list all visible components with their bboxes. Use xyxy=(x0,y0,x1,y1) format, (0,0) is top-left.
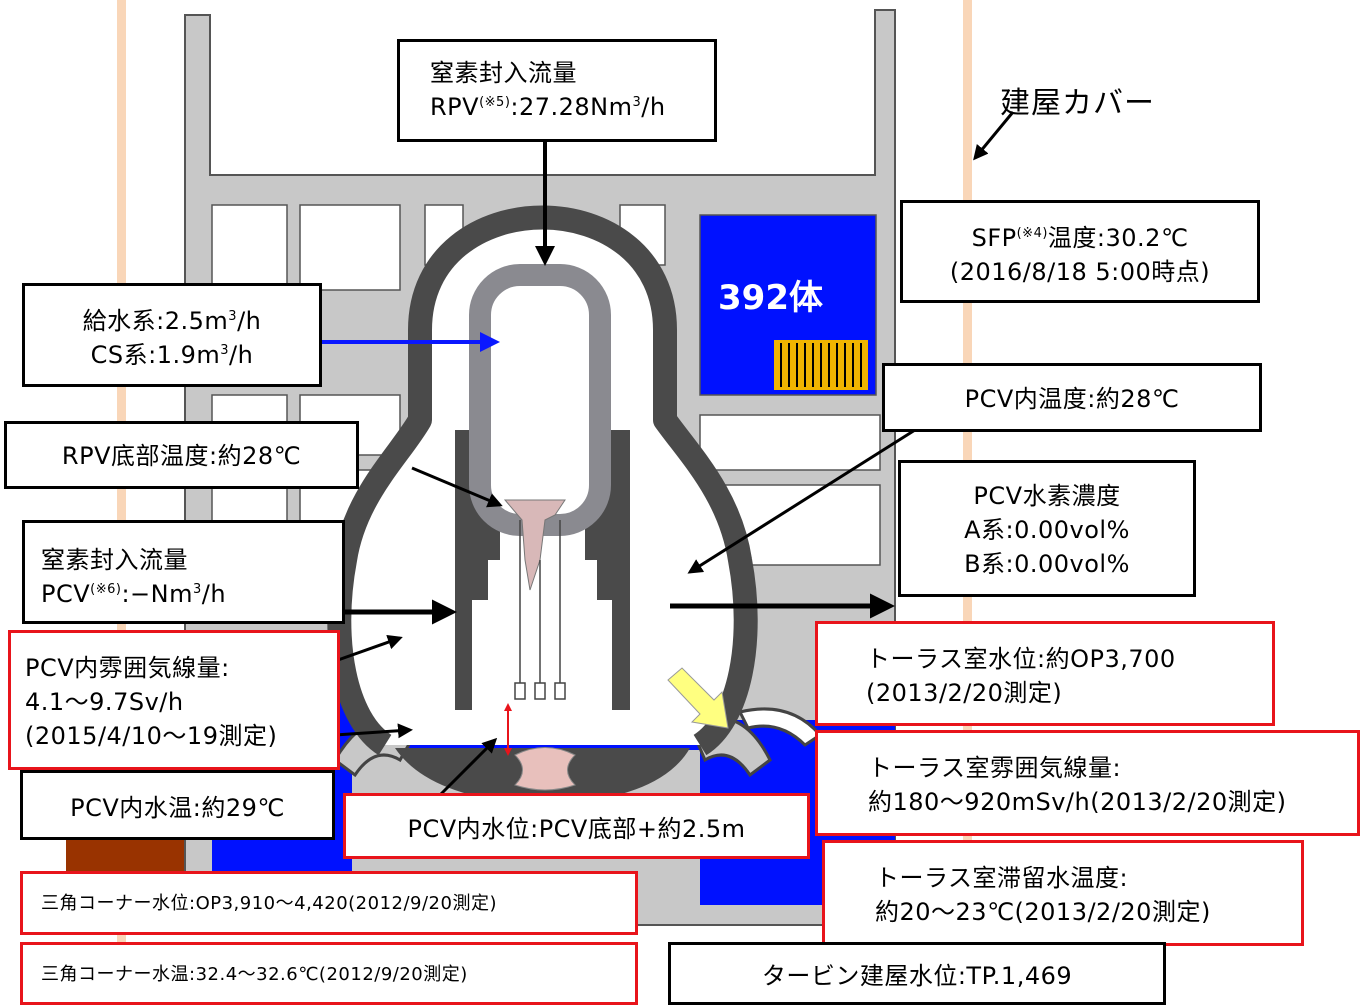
pcv-dose-label: PCV内雰囲気線量: 4.1〜9.7Sv/h (2015/4/10〜19測定) xyxy=(8,630,340,770)
n2-pcv-title: 窒素封入流量 xyxy=(41,546,188,574)
pcv-dose-title: PCV内雰囲気線量: xyxy=(25,654,230,682)
pcv-h2-title: PCV水素濃度 xyxy=(973,482,1121,510)
callout-arrows xyxy=(334,111,1015,797)
pcv-dose-value: 4.1〜9.7Sv/h xyxy=(25,688,184,716)
pcv-h2-b: B系:0.00vol% xyxy=(964,550,1130,578)
sfp-label: SFP(※4)温度:30.2℃ (2016/8/18 5:00時点) xyxy=(900,200,1260,303)
torus-water-temp-label: トーラス室滞留水温度: 約20〜23℃(2013/2/20測定) xyxy=(822,840,1304,946)
rpv-bottom-temp-label: RPV底部温度:約28℃ xyxy=(4,421,359,489)
feed-label: 給水系:2.5m3/h CS系:1.9m3/h xyxy=(22,283,322,387)
triangle-temp-label: 三角コーナー水温:32.4〜32.6℃(2012/9/20測定) xyxy=(20,942,638,1005)
triangle-level-label: 三角コーナー水位:OP3,910〜4,420(2012/9/20測定) xyxy=(20,871,638,935)
building-cover-label: 建屋カバー xyxy=(1000,86,1155,121)
torus-dose-title: トーラス室雰囲気線量: xyxy=(868,754,1122,782)
sfp-fuel-count: 392体 xyxy=(718,278,823,318)
control-rod-drives xyxy=(514,520,566,700)
n2-rpv-label: 窒素封入流量 RPV(※5):27.28Nm3/h xyxy=(397,39,717,142)
sfp-fuel-rack xyxy=(774,340,868,390)
n2-rpv-value: RPV(※5):27.28Nm3/h xyxy=(430,93,666,121)
torus-water-temp-title: トーラス室滞留水温度: xyxy=(875,864,1129,892)
n2-pcv-label: 窒素封入流量 PCV(※6):−Nm3/h xyxy=(22,520,345,624)
pcv-dose-date: (2015/4/10〜19測定) xyxy=(25,722,278,750)
pcv-h2-a: A系:0.00vol% xyxy=(964,516,1130,544)
debris xyxy=(514,747,576,791)
cover-pillar-left xyxy=(117,0,126,1005)
torus-water-temp-value: 約20〜23℃(2013/2/20測定) xyxy=(875,898,1211,926)
turbine-level-label: タービン建屋水位:TP.1,469 xyxy=(668,942,1166,1005)
feedwater-flow: 給水系:2.5m3/h xyxy=(82,307,262,335)
torus-level-value: トーラス室水位:約OP3,700 xyxy=(866,645,1176,673)
rpv-vessel xyxy=(469,264,611,536)
pcv-temp-label: PCV内温度:約28℃ xyxy=(882,363,1262,432)
sfp-date: (2016/8/18 5:00時点) xyxy=(949,258,1211,286)
pcv-water-temp-label: PCV内水温:約29℃ xyxy=(20,770,335,840)
torus-level-label: トーラス室水位:約OP3,700 (2013/2/20測定) xyxy=(815,621,1275,726)
pcv-h2-label: PCV水素濃度 A系:0.00vol% B系:0.00vol% xyxy=(898,460,1196,597)
cs-flow: CS系:1.9m3/h xyxy=(90,341,254,369)
n2-pcv-value: PCV(※6):−Nm3/h xyxy=(41,580,227,608)
n2-rpv-title: 窒素封入流量 xyxy=(430,59,577,87)
torus-level-date: (2013/2/20測定) xyxy=(866,679,1063,707)
torus-dose-value: 約180〜920mSv/h(2013/2/20測定) xyxy=(868,788,1287,816)
pcv-water-level-label: PCV内水位:PCV底部+約2.5m xyxy=(343,793,810,859)
torus-dose-label: トーラス室雰囲気線量: 約180〜920mSv/h(2013/2/20測定) xyxy=(815,730,1360,836)
sfp-temp: SFP(※4)温度:30.2℃ xyxy=(971,224,1189,252)
torus-arrow xyxy=(667,667,729,729)
